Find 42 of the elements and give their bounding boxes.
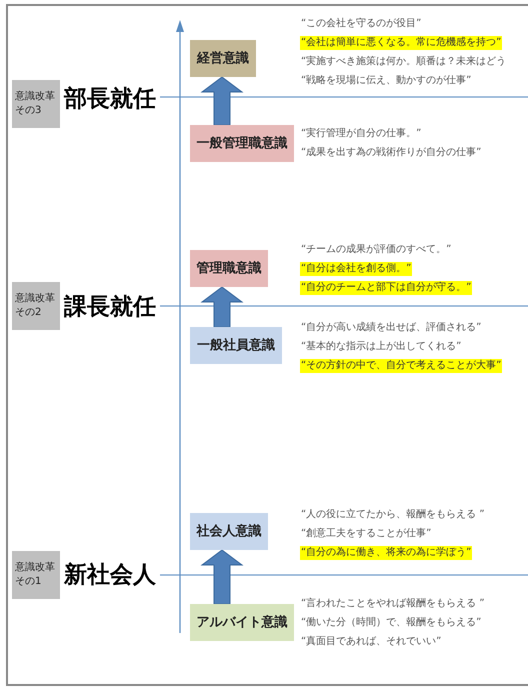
- mindset-box: [190, 604, 294, 641]
- quote-text: “実行管理が自分の仕事。”: [300, 127, 422, 141]
- mindset-box: [190, 40, 256, 77]
- mindset-box: [190, 250, 268, 287]
- stage-title: 新社会人: [64, 561, 156, 590]
- block-arrow: [200, 549, 244, 604]
- quote-text: “この会社を守るのが役目”: [300, 17, 422, 31]
- quote-text: “戦略を現場に伝え、動かすのが仕事”: [300, 74, 472, 88]
- tag-text: 意識改革その3: [15, 90, 56, 118]
- mindset-label: 管理職意識: [196, 260, 262, 278]
- quote-text: “チームの成果が評価のすべて。”: [300, 243, 452, 257]
- quote-text: “自分が高い成績を出せば、評価される”: [300, 321, 482, 335]
- block-arrow: [200, 76, 244, 126]
- quote-text: “創意工夫をすることが仕事”: [300, 527, 432, 541]
- step-tag: [12, 80, 60, 128]
- quote-text: “働いた分（時間）で、報酬をもらえる”: [300, 616, 482, 630]
- mindset-label: 社会人意識: [196, 522, 262, 541]
- quote-text: “自分のチームと部下は自分が守る。”: [300, 281, 472, 295]
- mindset-box: [190, 125, 294, 162]
- mindset-box: [190, 513, 268, 550]
- step-tag: [12, 551, 60, 599]
- quote-text: “自分は会社を創る側。”: [300, 262, 412, 276]
- mindset-label: 一般社員意識: [197, 336, 275, 355]
- mindset-label: 経営意識: [197, 50, 249, 68]
- quote-text: “自分の為に働き、将来の為に学ぼう”: [300, 546, 472, 560]
- mindset-label: 一般管理職意識: [196, 134, 288, 153]
- block-arrow: [200, 286, 244, 328]
- quote-text: “実施すべき施策は何か。順番は？未来はどう: [300, 55, 508, 69]
- mindset-label: アルバイト意識: [196, 614, 288, 632]
- mindset-box: [190, 327, 282, 364]
- quote-text: “真面目であれば、それでいい”: [300, 635, 442, 649]
- stage-title: 課長就任: [64, 293, 156, 322]
- quote-text: “言われたことをやれば報酬をもらえる ”: [300, 597, 486, 611]
- tag-text: 意識改革その1: [15, 561, 56, 589]
- tag-text: 意識改革その2: [15, 292, 56, 320]
- quote-text: “その方針の中で、自分で考えることが大事”: [300, 359, 502, 373]
- stage-title: 部長就任: [64, 85, 156, 114]
- quote-text: “人の役に立てたから、報酬をもらえる ”: [300, 508, 486, 522]
- quote-text: “基本的な指示は上が出してくれる”: [300, 340, 462, 354]
- quote-text: “成果を出す為の戦術作りが自分の仕事”: [300, 146, 482, 160]
- step-tag: [12, 282, 60, 330]
- quote-text: “会社は簡単に悪くなる。常に危機感を持つ”: [300, 36, 502, 50]
